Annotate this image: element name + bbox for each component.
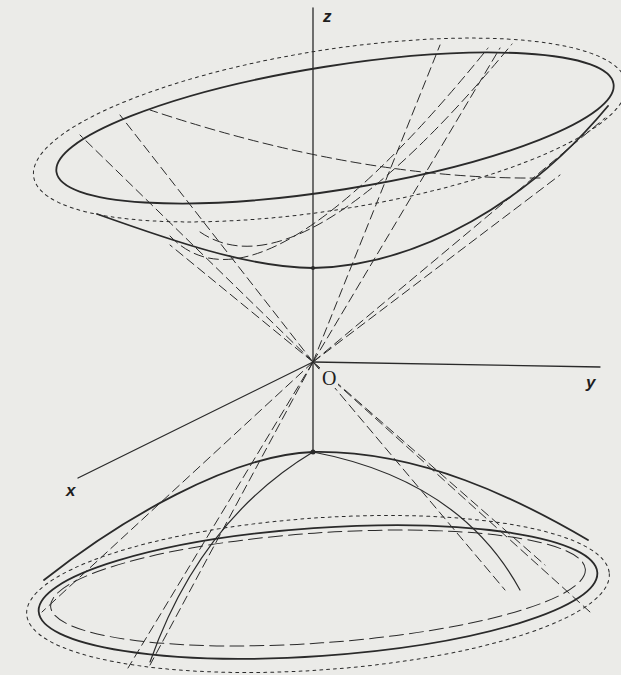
axis-label: y [584, 374, 597, 391]
axis-label: z [321, 8, 334, 25]
lower-outer-rim [21, 498, 614, 675]
z-axis [312, 8, 313, 452]
lower-inner-rim [47, 514, 589, 661]
upper-section [150, 110, 540, 178]
upper-rim [47, 23, 621, 234]
upper-section [200, 44, 512, 246]
lower-rim [34, 509, 602, 675]
axis-label: O [320, 368, 338, 388]
lower-section [313, 452, 520, 590]
y-axis [313, 362, 600, 367]
axis-label: x [64, 482, 77, 499]
vertex-dot [311, 450, 316, 455]
upper-section [170, 48, 488, 260]
asymptotic-cone [42, 45, 605, 668]
vertex-dot [311, 266, 315, 270]
upper-sheet-profile [97, 106, 608, 268]
lower-sheet-profile [44, 452, 588, 580]
lower-section [150, 452, 313, 662]
x-axis [78, 362, 313, 478]
